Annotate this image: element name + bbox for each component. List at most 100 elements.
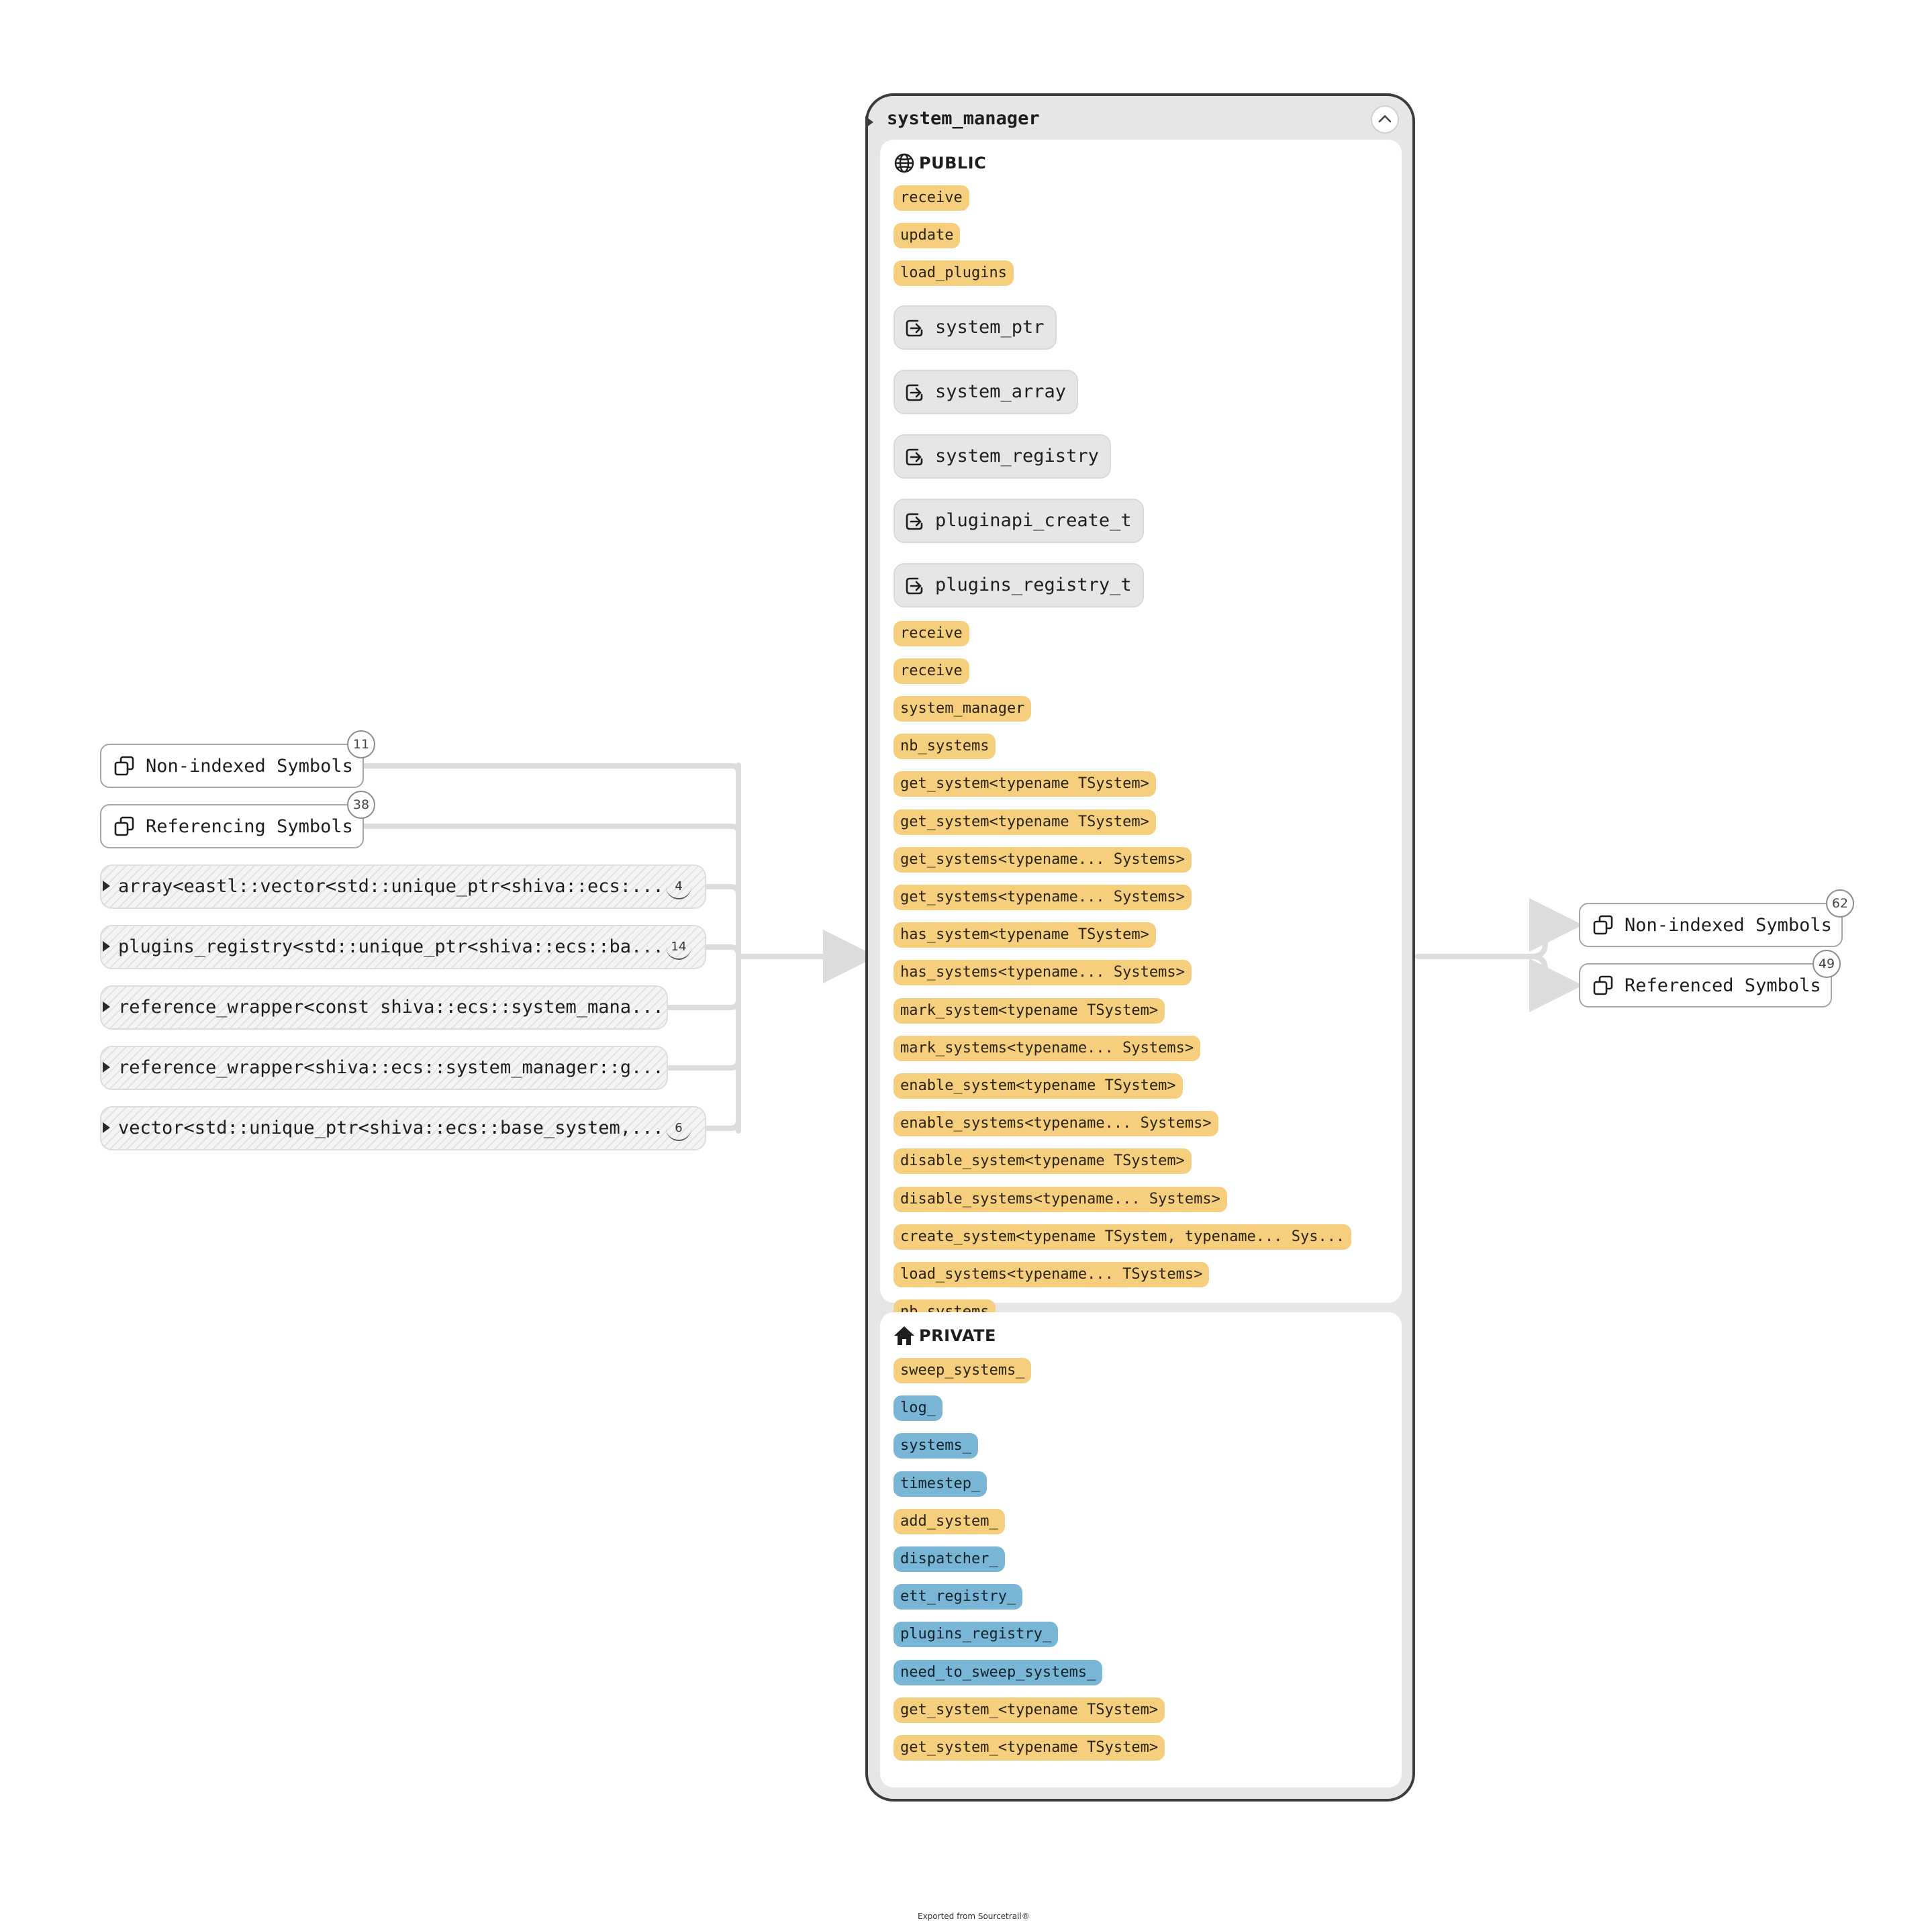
bundle-referencing-symbols[interactable]: Referencing Symbols xyxy=(100,804,364,848)
member-function[interactable]: enable_system<typename TSystem> xyxy=(893,1073,1183,1099)
member-function[interactable]: sweep_systems_ xyxy=(893,1358,1032,1383)
member-function[interactable]: get_systems<typename... Systems> xyxy=(893,846,1192,873)
typedef-icon xyxy=(906,513,923,530)
typedef-icon xyxy=(906,448,923,465)
member-variable[interactable]: ett_registry_ xyxy=(893,1584,1023,1610)
public-section-header: PUBLIC xyxy=(893,152,986,175)
member-function[interactable]: receive xyxy=(893,185,969,211)
class-title[interactable]: system_manager xyxy=(887,108,1040,129)
count-badge: 49 xyxy=(1813,950,1841,978)
edge-reference-wrapper-in xyxy=(665,957,741,1071)
member-function[interactable]: nb_systems xyxy=(893,734,996,760)
class-node-system-manager[interactable]: system_manager PUBLIC receive update load_… xyxy=(865,93,1415,1802)
edge-plugins-registry-type-in xyxy=(704,944,741,958)
bundle-icon xyxy=(114,756,134,776)
typedef-icon xyxy=(906,384,923,401)
member-variable[interactable]: systems_ xyxy=(893,1433,978,1459)
typedef-plugins-registry-t[interactable]: plugins_registry_t xyxy=(893,562,1144,607)
typedef-label: system_registry xyxy=(935,446,1099,467)
member-function[interactable]: get_system_<typename TSystem> xyxy=(893,1735,1165,1761)
public-label: PUBLIC xyxy=(919,154,987,173)
type-node-reference-wrapper[interactable]: reference_wrapper<shiva::ecs::system_man… xyxy=(100,1046,668,1090)
type-node-reference-wrapper-const[interactable]: reference_wrapper<const shiva::ecs::syst… xyxy=(100,985,668,1030)
typedef-label: pluginapi_create_t xyxy=(935,510,1132,532)
house-icon xyxy=(894,1326,914,1345)
edge-non-indexed-symbols-in xyxy=(358,763,741,942)
private-label: PRIVATE xyxy=(919,1326,996,1345)
bundle-label: Non-indexed Symbols xyxy=(146,755,353,777)
member-function[interactable]: load_plugins xyxy=(893,260,1014,287)
type-node-label: reference_wrapper<shiva::ecs::system_man… xyxy=(118,1057,664,1078)
edge-out-of-class-referenced xyxy=(1529,954,1583,1012)
type-node-array[interactable]: array<eastl::vector<std::unique_ptr<shiv… xyxy=(100,865,706,909)
member-function[interactable]: load_systems<typename... TSystems> xyxy=(893,1262,1210,1287)
member-function[interactable]: system_manager xyxy=(893,696,1032,722)
bundle-label: Non-indexed Symbols xyxy=(1625,914,1832,936)
member-function[interactable]: enable_systems<typename... Systems> xyxy=(893,1111,1218,1137)
chevron-up-icon xyxy=(1378,115,1392,123)
member-function[interactable]: mark_system<typename TSystem> xyxy=(893,997,1165,1024)
bundle-icon xyxy=(114,816,134,836)
member-function[interactable]: has_system<typename TSystem> xyxy=(893,922,1156,948)
member-function[interactable]: create_system<typename TSystem, typename… xyxy=(893,1224,1352,1250)
bundle-icon xyxy=(1593,915,1613,935)
typedef-system-array[interactable]: system_array xyxy=(893,369,1079,414)
member-function[interactable]: get_system_<typename TSystem> xyxy=(893,1697,1165,1723)
member-variable[interactable]: log_ xyxy=(893,1395,943,1422)
typedef-pluginapi-create-t[interactable]: pluginapi_create_t xyxy=(893,498,1144,543)
expand-triangle-icon[interactable] xyxy=(103,1062,110,1073)
private-section: PRIVATE sweep_systems_ log_ systems_timest… xyxy=(880,1312,1402,1787)
member-function[interactable]: receive xyxy=(893,658,969,684)
member-variable[interactable]: need_to_sweep_systems_ xyxy=(893,1659,1103,1685)
type-node-label: vector<std::unique_ptr<shiva::ecs::base_… xyxy=(118,1118,664,1138)
typedef-icon xyxy=(906,577,923,594)
type-node-label: plugins_registry<std::unique_ptr<shiva::… xyxy=(118,936,664,957)
edge-vector-type-in xyxy=(704,957,741,1131)
count-badge: 14 xyxy=(666,934,691,960)
count-badge: 62 xyxy=(1826,889,1854,918)
member-function[interactable]: update xyxy=(893,223,961,249)
typedef-system-registry[interactable]: system_registry xyxy=(893,434,1111,479)
bundle-icon xyxy=(1593,975,1613,995)
bundle-label: Referencing Symbols xyxy=(146,816,353,837)
expand-triangle-icon[interactable] xyxy=(103,1122,110,1133)
typedef-label: system_ptr xyxy=(935,317,1045,338)
member-variable[interactable]: timestep_ xyxy=(893,1471,987,1497)
edge-array-type-in xyxy=(704,884,741,897)
member-variable[interactable]: plugins_registry_ xyxy=(893,1622,1059,1648)
expand-triangle-icon[interactable] xyxy=(865,116,873,128)
member-function[interactable]: disable_system<typename TSystem> xyxy=(893,1148,1192,1175)
bundle-referenced-symbols[interactable]: Referenced Symbols xyxy=(1579,963,1832,1007)
expand-triangle-icon[interactable] xyxy=(103,941,110,952)
member-function[interactable]: disable_systems<typename... Systems> xyxy=(893,1186,1227,1212)
member-function[interactable]: receive xyxy=(893,620,969,646)
member-function[interactable]: get_systems<typename... Systems> xyxy=(893,885,1192,910)
count-badge: 4 xyxy=(666,874,691,899)
expand-triangle-icon[interactable] xyxy=(103,1001,110,1012)
export-footer: Exported from Sourcetrail® xyxy=(918,1912,1030,1921)
count-badge: 6 xyxy=(666,1116,691,1141)
member-function[interactable]: mark_systems<typename... Systems> xyxy=(893,1035,1201,1061)
member-function[interactable]: get_system<typename TSystem> xyxy=(893,809,1156,835)
expand-triangle-icon[interactable] xyxy=(103,881,110,891)
edge-out-of-class xyxy=(1415,898,1583,959)
member-function[interactable]: has_systems<typename... Systems> xyxy=(893,960,1192,986)
type-node-label: reference_wrapper<const shiva::ecs::syst… xyxy=(118,997,664,1018)
bundle-label: Referenced Symbols xyxy=(1625,975,1821,996)
type-node-label: array<eastl::vector<std::unique_ptr<shiv… xyxy=(118,876,664,897)
member-variable[interactable]: dispatcher_ xyxy=(893,1546,1005,1572)
typedef-label: plugins_registry_t xyxy=(935,575,1132,596)
typedef-system-ptr[interactable]: system_ptr xyxy=(893,305,1057,350)
bundle-non-indexed-symbols-left[interactable]: Non-indexed Symbols xyxy=(100,744,364,788)
globe-icon xyxy=(894,153,914,173)
count-badge: 38 xyxy=(347,791,375,819)
type-node-plugins-registry[interactable]: plugins_registry<std::unique_ptr<shiva::… xyxy=(100,925,706,969)
typedef-label: system_array xyxy=(935,381,1067,403)
member-function[interactable]: get_system<typename TSystem> xyxy=(893,771,1156,797)
member-function[interactable]: add_system_ xyxy=(893,1508,1005,1534)
collapse-button[interactable] xyxy=(1371,105,1399,134)
type-node-vector[interactable]: vector<std::unique_ptr<shiva::ecs::base_… xyxy=(100,1106,706,1150)
bundle-non-indexed-symbols-right[interactable]: Non-indexed Symbols xyxy=(1579,903,1843,947)
typedef-icon xyxy=(906,319,923,336)
